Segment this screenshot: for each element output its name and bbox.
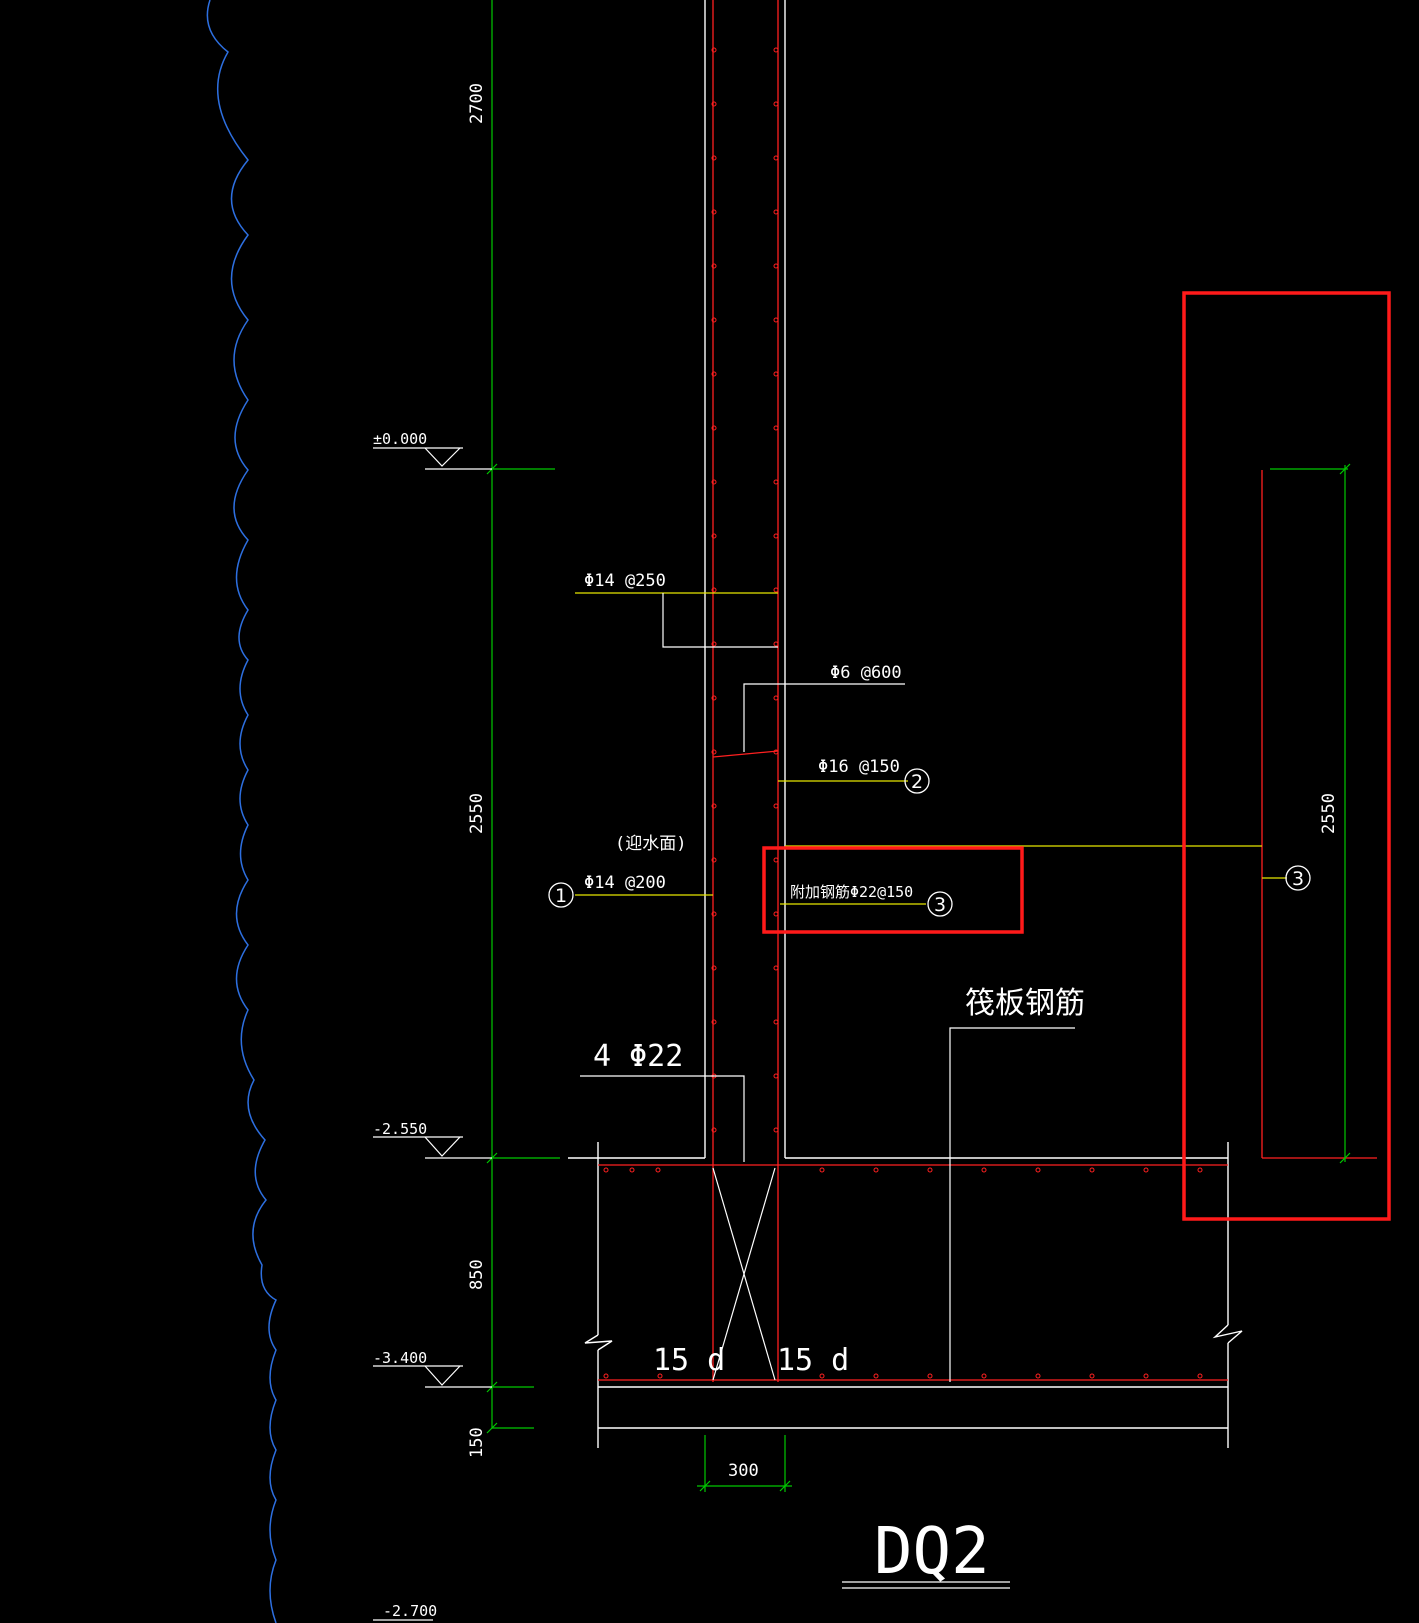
label-vertical-outer: Φ14 @200 — [584, 873, 666, 893]
title-underline — [842, 1581, 1010, 1589]
highlight-box-detail — [1182, 291, 1391, 1221]
rebar-dots — [603, 47, 1203, 1379]
highlight-box-label — [762, 846, 1024, 934]
wall-rebar — [598, 0, 1377, 1382]
elevation-marker-zero — [373, 447, 492, 470]
dimension-wall-width — [697, 1435, 792, 1492]
svg-text:1: 1 — [555, 885, 567, 907]
drawing-title: DQ2 — [874, 1515, 990, 1589]
dim-wall-width-300: 300 — [728, 1461, 759, 1481]
label-anchor-left: 15 d — [653, 1343, 725, 1378]
dimension-chain-vertical — [486, 0, 560, 1434]
leader-lines-white — [580, 593, 1075, 1382]
svg-text:3: 3 — [1292, 868, 1304, 890]
dim-bedding-150: 150 — [467, 1427, 487, 1458]
svg-text:2: 2 — [911, 771, 923, 793]
elevation-label-slab-top: -2.550 — [373, 1120, 427, 1138]
label-added-bar: 附加钢筋Φ22@150 — [790, 883, 913, 901]
marker-three-detail: 3 — [1285, 865, 1311, 891]
elevation-marker-slab-bottom — [373, 1365, 492, 1388]
marker-one: 1 — [548, 882, 574, 908]
label-horizontal-bar: Φ14 @250 — [584, 571, 666, 591]
dim-detail-2550: 2550 — [1319, 793, 1339, 834]
label-corner-bars: 4 Φ22 — [593, 1039, 683, 1074]
dim-slab-850: 850 — [467, 1259, 487, 1290]
leader-lines — [575, 592, 1287, 905]
revision-cloud-line — [206, 0, 277, 1623]
marker-three: 3 — [927, 891, 953, 917]
label-anchor-right: 15 d — [777, 1343, 849, 1378]
label-vertical-inner: Φ16 @150 — [818, 757, 900, 777]
label-tie-bar: Φ6 @600 — [830, 663, 902, 683]
dim-wall-2550: 2550 — [467, 793, 487, 834]
elevation-marker-slab-top — [373, 1136, 492, 1159]
marker-two: 2 — [904, 768, 930, 794]
dimension-detail — [1270, 463, 1351, 1164]
elevation-label-zero: ±0.000 — [373, 430, 427, 448]
label-water-side: (迎水面) — [615, 834, 686, 854]
svg-text:3: 3 — [934, 894, 946, 916]
slab-cross-bars — [712, 1167, 776, 1381]
wall-outline — [568, 0, 1243, 1448]
elevation-label-slab-bottom: -3.400 — [373, 1349, 427, 1367]
dim-upper-2700: 2700 — [467, 83, 487, 124]
label-raft-rebar: 筏板钢筋 — [965, 986, 1085, 1021]
elevation-label-lower: -2.700 — [383, 1602, 437, 1620]
